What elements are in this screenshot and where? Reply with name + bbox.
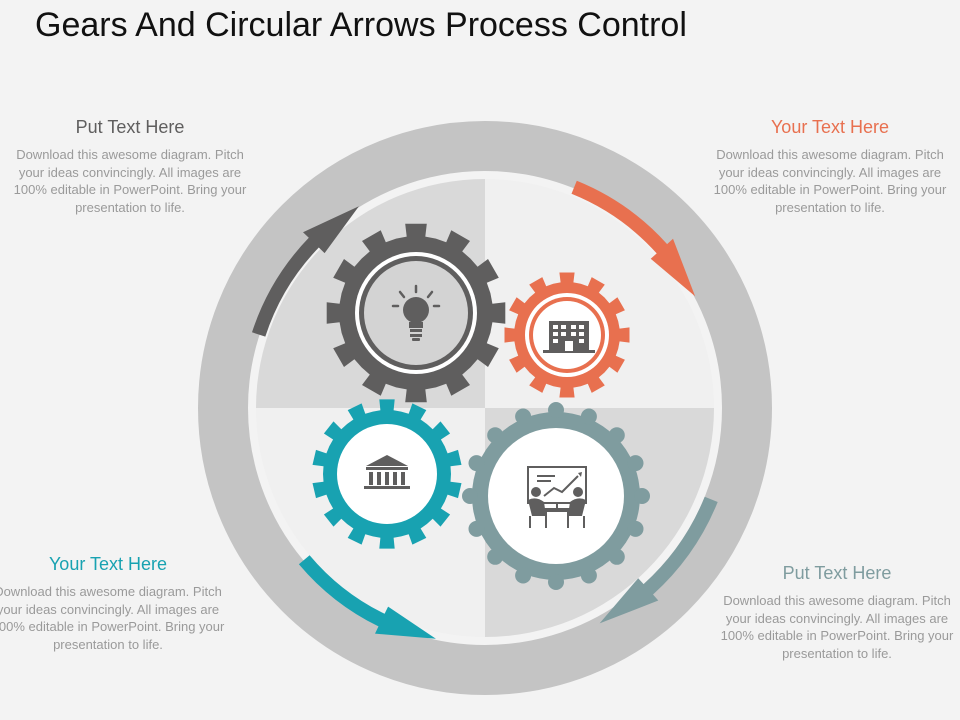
text-block-bottom-right: Put Text Here Download this awesome diag… <box>717 563 957 662</box>
bank-building-icon <box>364 455 410 489</box>
block-heading: Your Text Here <box>48 554 168 574</box>
text-block-bottom-left: Your Text Here Download this awesome dia… <box>0 554 228 653</box>
page-title: Gears And Circular Arrows Process Contro… <box>35 6 687 44</box>
teal-arrow <box>298 555 436 639</box>
block-heading: Your Text Here <box>770 117 890 137</box>
block-body: Download this awesome diagram. Pitch you… <box>0 584 225 652</box>
office-building-icon <box>543 321 595 353</box>
block-body: Download this awesome diagram. Pitch you… <box>13 147 247 215</box>
block-heading: Put Text Here <box>782 563 892 583</box>
block-body: Download this awesome diagram. Pitch you… <box>720 593 954 661</box>
orange-arrow <box>571 180 696 297</box>
slate-arrow <box>599 496 718 624</box>
dark-arrow <box>252 206 359 337</box>
business-meeting-icon <box>527 466 587 528</box>
outer-ring <box>198 121 772 695</box>
block-heading: Put Text Here <box>75 117 185 137</box>
block-body: Download this awesome diagram. Pitch you… <box>713 147 947 215</box>
text-block-top-left: Put Text Here Download this awesome diag… <box>10 117 250 216</box>
text-block-top-right: Your Text Here Download this awesome dia… <box>710 117 950 216</box>
light-bulb-icon <box>391 284 441 341</box>
